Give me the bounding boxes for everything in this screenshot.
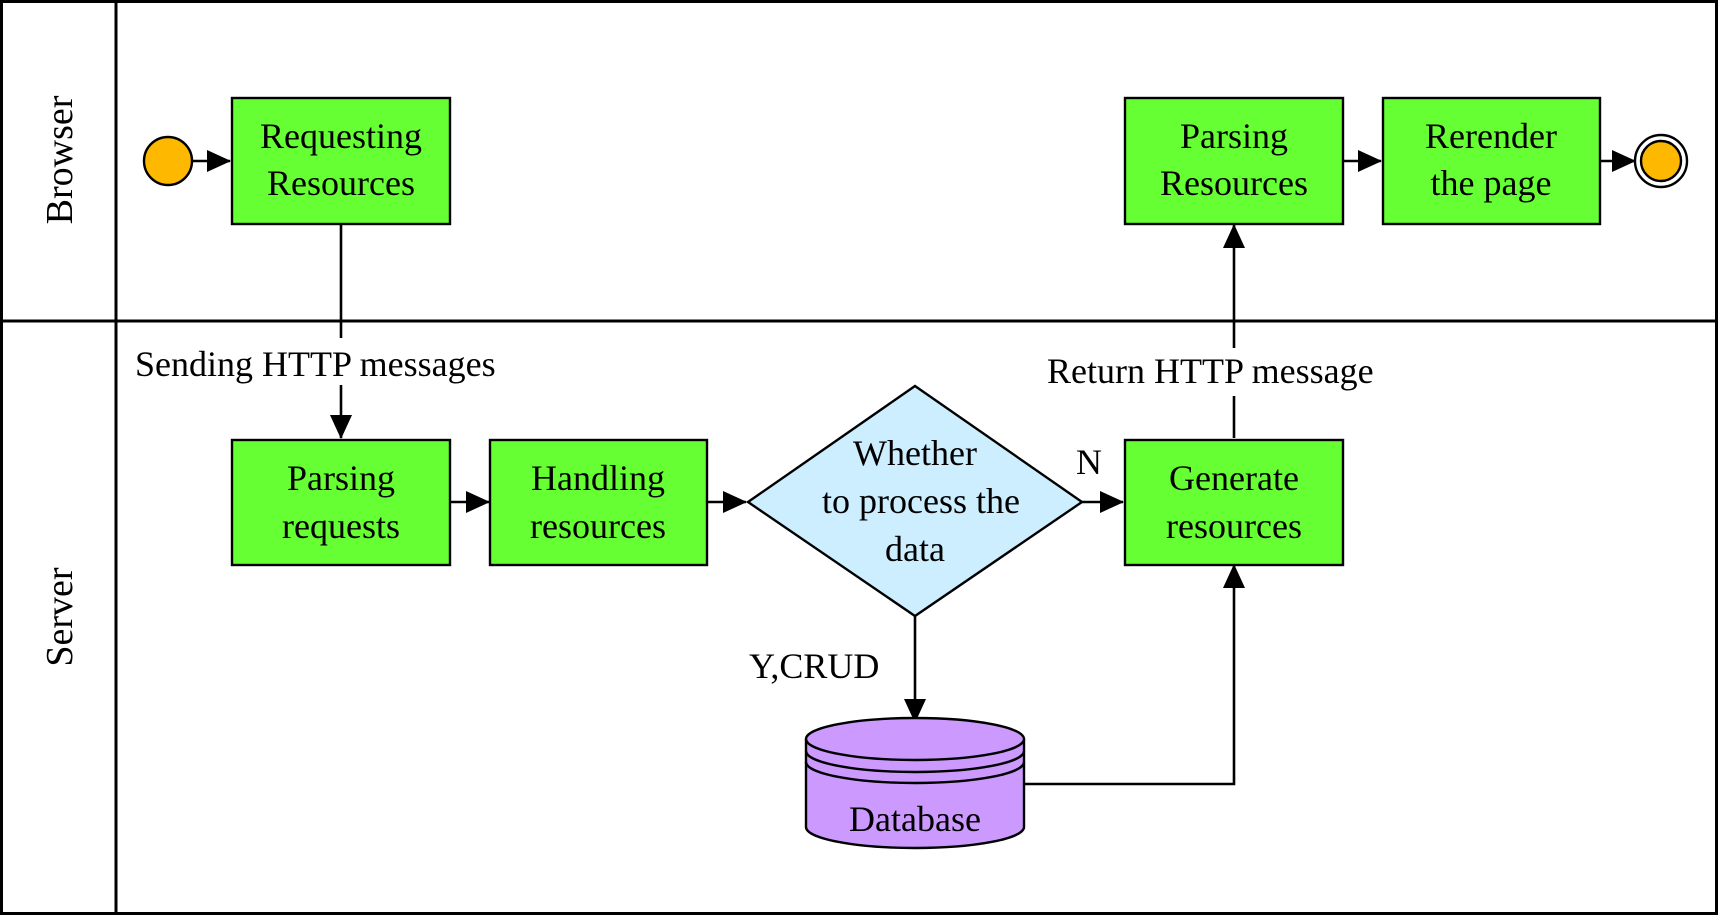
task-rerender-page: Rerender the page (1381, 96, 1602, 226)
task-handling-resources: Handling resources (488, 438, 709, 567)
end-event-inner (1639, 139, 1683, 183)
end-event (1633, 133, 1689, 189)
task-label-line-1: Parsing (1180, 116, 1288, 156)
task-label-line-1: Requesting (260, 116, 422, 156)
database-label: Database (849, 799, 981, 839)
task-label-line-2: the page (1431, 163, 1552, 203)
task-label-line-2: resources (530, 506, 666, 546)
task-label-line-1: Parsing (287, 458, 395, 498)
gateway-diamond (745, 384, 1085, 618)
start-event-icon (142, 135, 194, 187)
database-cylinder-top (804, 716, 1026, 762)
task-label-line-1: Handling (531, 458, 665, 498)
database-band-1 (804, 750, 1026, 774)
start-event (142, 135, 194, 187)
task-label-line-2: Resources (267, 163, 415, 203)
gateway-label-line-3: data (885, 529, 945, 569)
task-label-line-1: Rerender (1425, 116, 1557, 156)
gateway-label-line-2: to process the (822, 481, 1020, 521)
task-requesting-resources: Requesting Resources (230, 96, 452, 226)
gateway-label-line-1: Whether (853, 433, 977, 473)
task-label-line-2: requests (282, 506, 400, 546)
task-parsing-requests: Parsing requests (230, 438, 452, 567)
flow-database-to-generate (1024, 564, 1245, 786)
database-store: Database (804, 716, 1026, 850)
lane-label-server: Server (39, 567, 81, 667)
database-band-2 (804, 761, 1026, 785)
task-parsing-resources: Parsing Resources (1123, 96, 1345, 226)
flow-label-sending-http: Sending HTTP messages (135, 344, 496, 384)
task-generate-resources: Generate resources (1123, 438, 1345, 567)
flow-label-no: N (1076, 442, 1102, 482)
flow-label-return-http: Return HTTP message (1047, 351, 1374, 391)
lane-label-browser: Browser (39, 95, 81, 224)
gateway-process-data: Whether to process the data (745, 384, 1085, 618)
task-label-line-1: Generate (1169, 458, 1299, 498)
task-label-line-2: Resources (1160, 163, 1308, 203)
database-cylinder-body (804, 739, 1026, 850)
task-label-line-2: resources (1166, 506, 1302, 546)
flow-label-yes: Y,CRUD (749, 646, 879, 686)
